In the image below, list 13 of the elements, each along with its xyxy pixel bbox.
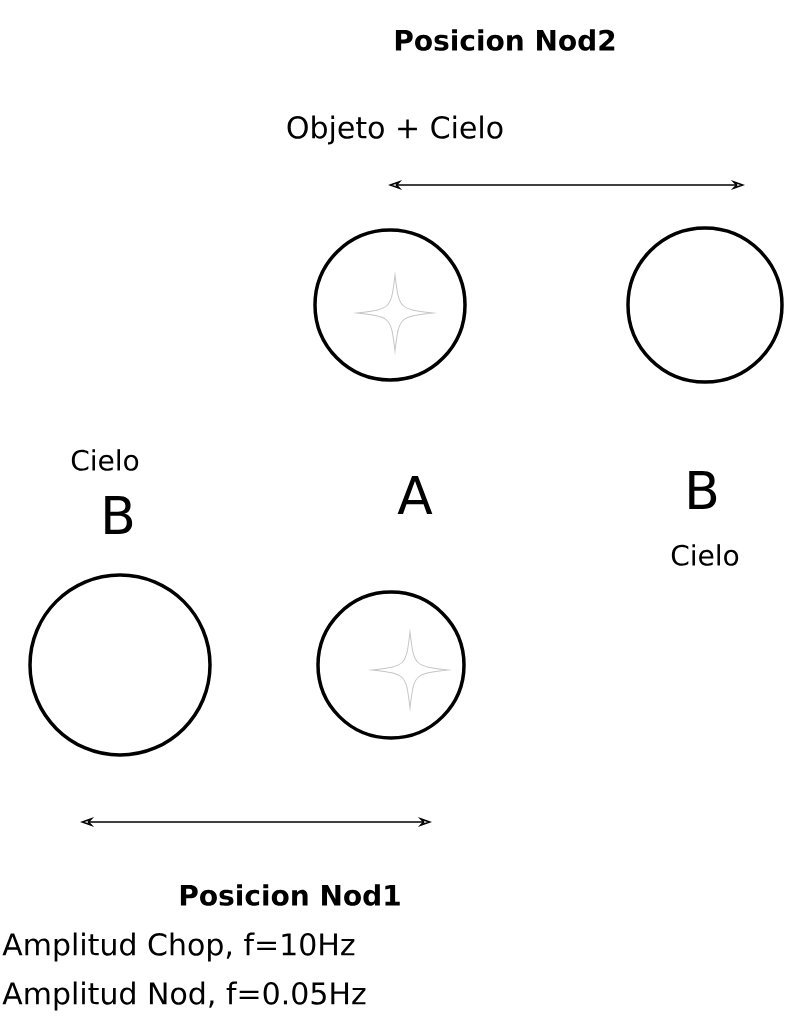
- letter-label: B: [689, 471, 717, 509]
- note: Amplitud Chop, f=10Hz: [2, 932, 355, 962]
- aperture-circle: [28, 573, 212, 757]
- aperture-circle: [313, 228, 467, 382]
- heading: Posicion Nod1: [180, 884, 400, 906]
- aperture-circle: [626, 226, 784, 384]
- label-text: Cielo: [71, 449, 139, 471]
- label-text: Objeto + Cielo: [287, 115, 503, 145]
- label-text: Cielo: [671, 544, 739, 566]
- heading: Posicion Nod2: [395, 29, 615, 51]
- note: Amplitud Nod, f=0.05Hz: [2, 981, 366, 1011]
- letter-label: A: [397, 476, 433, 514]
- aperture-circle: [316, 590, 466, 740]
